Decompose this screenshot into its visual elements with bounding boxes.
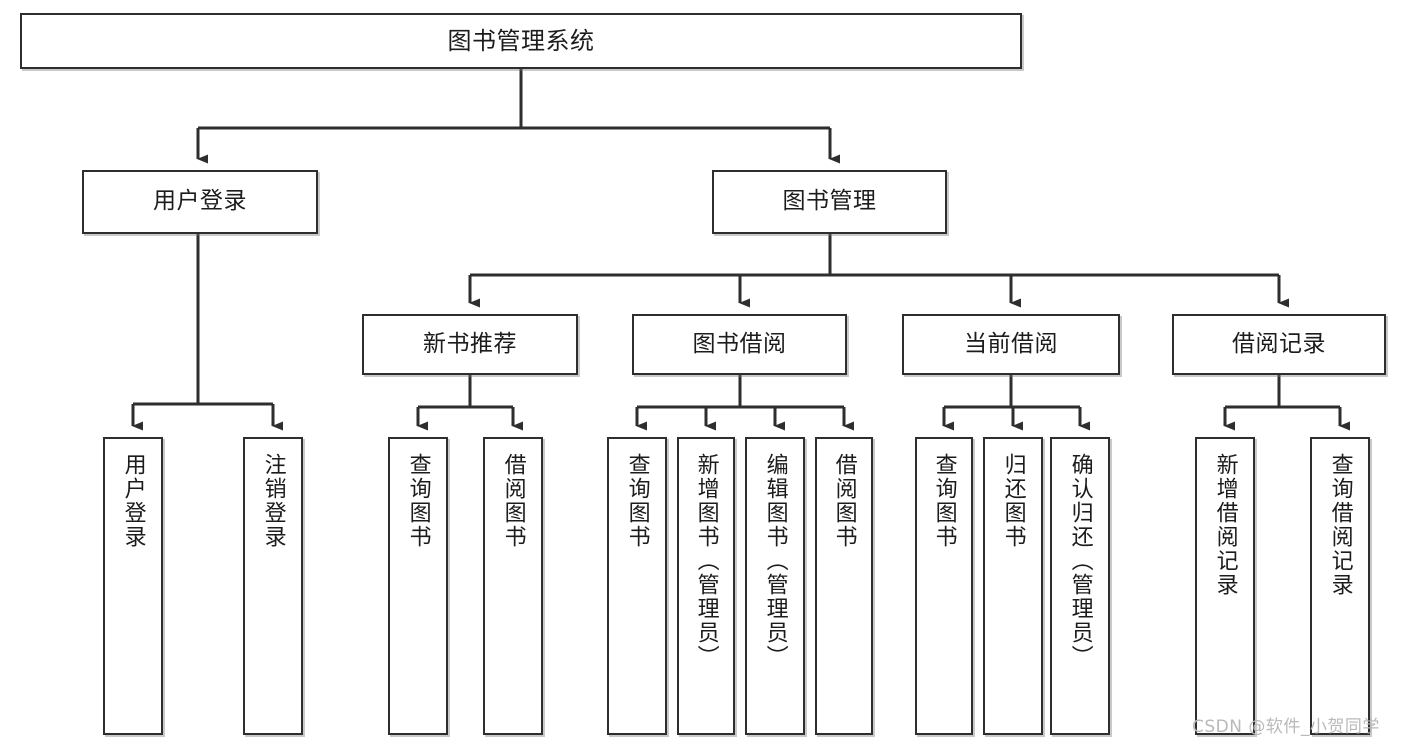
node-label: 归还图书 bbox=[1000, 453, 1026, 549]
node-leaf-borrow-book-1[interactable]: 借阅图书 bbox=[483, 437, 543, 735]
node-label: 编辑图书（管理员） bbox=[762, 453, 788, 669]
node-book-borrow[interactable]: 图书借阅 bbox=[632, 314, 847, 375]
node-leaf-query-book-3[interactable]: 查询图书 bbox=[915, 437, 973, 735]
node-leaf-borrow-book-2[interactable]: 借阅图书 bbox=[815, 437, 873, 735]
node-label: 借阅图书 bbox=[500, 453, 526, 549]
node-label: 新书推荐 bbox=[423, 330, 517, 357]
node-label: 确认归还（管理员） bbox=[1067, 453, 1093, 669]
node-book-manage[interactable]: 图书管理 bbox=[712, 170, 947, 234]
node-label: 查询图书 bbox=[931, 453, 957, 549]
node-new-book-recommend[interactable]: 新书推荐 bbox=[362, 314, 578, 375]
node-label: 查询图书 bbox=[624, 453, 650, 549]
node-label: 注销登录 bbox=[260, 453, 286, 549]
node-root-system[interactable]: 图书管理系统 bbox=[20, 13, 1022, 69]
node-label: 用户登录 bbox=[153, 188, 247, 215]
node-label: 用户登录 bbox=[120, 453, 146, 549]
node-label: 图书借阅 bbox=[692, 330, 787, 357]
node-leaf-query-record[interactable]: 查询借阅记录 bbox=[1310, 437, 1370, 735]
node-user-login[interactable]: 用户登录 bbox=[82, 170, 318, 234]
node-leaf-query-book-1[interactable]: 查询图书 bbox=[388, 437, 448, 735]
node-label: 图书管理系统 bbox=[447, 26, 595, 55]
node-label: 借阅记录 bbox=[1232, 330, 1326, 357]
node-current-borrow[interactable]: 当前借阅 bbox=[902, 314, 1120, 375]
node-label: 当前借阅 bbox=[964, 330, 1058, 357]
node-label: 查询借阅记录 bbox=[1327, 453, 1353, 597]
node-label: 新增借阅记录 bbox=[1212, 453, 1238, 597]
node-leaf-return-book[interactable]: 归还图书 bbox=[983, 437, 1043, 735]
node-leaf-confirm-return[interactable]: 确认归还（管理员） bbox=[1050, 437, 1110, 735]
node-label: 图书管理 bbox=[782, 188, 877, 215]
node-leaf-edit-book[interactable]: 编辑图书（管理员） bbox=[745, 437, 805, 735]
node-leaf-add-record[interactable]: 新增借阅记录 bbox=[1195, 437, 1255, 735]
csdn-watermark: CSDN @软件_小贺同学 bbox=[1192, 717, 1380, 737]
node-leaf-user-login[interactable]: 用户登录 bbox=[103, 437, 163, 735]
node-leaf-query-book-2[interactable]: 查询图书 bbox=[607, 437, 667, 735]
node-label: 借阅图书 bbox=[831, 453, 857, 549]
node-leaf-logout[interactable]: 注销登录 bbox=[243, 437, 303, 735]
node-label: 查询图书 bbox=[405, 453, 431, 549]
node-leaf-add-book[interactable]: 新增图书（管理员） bbox=[677, 437, 735, 735]
node-label: 新增图书（管理员） bbox=[693, 453, 719, 669]
node-borrow-record[interactable]: 借阅记录 bbox=[1172, 314, 1386, 375]
